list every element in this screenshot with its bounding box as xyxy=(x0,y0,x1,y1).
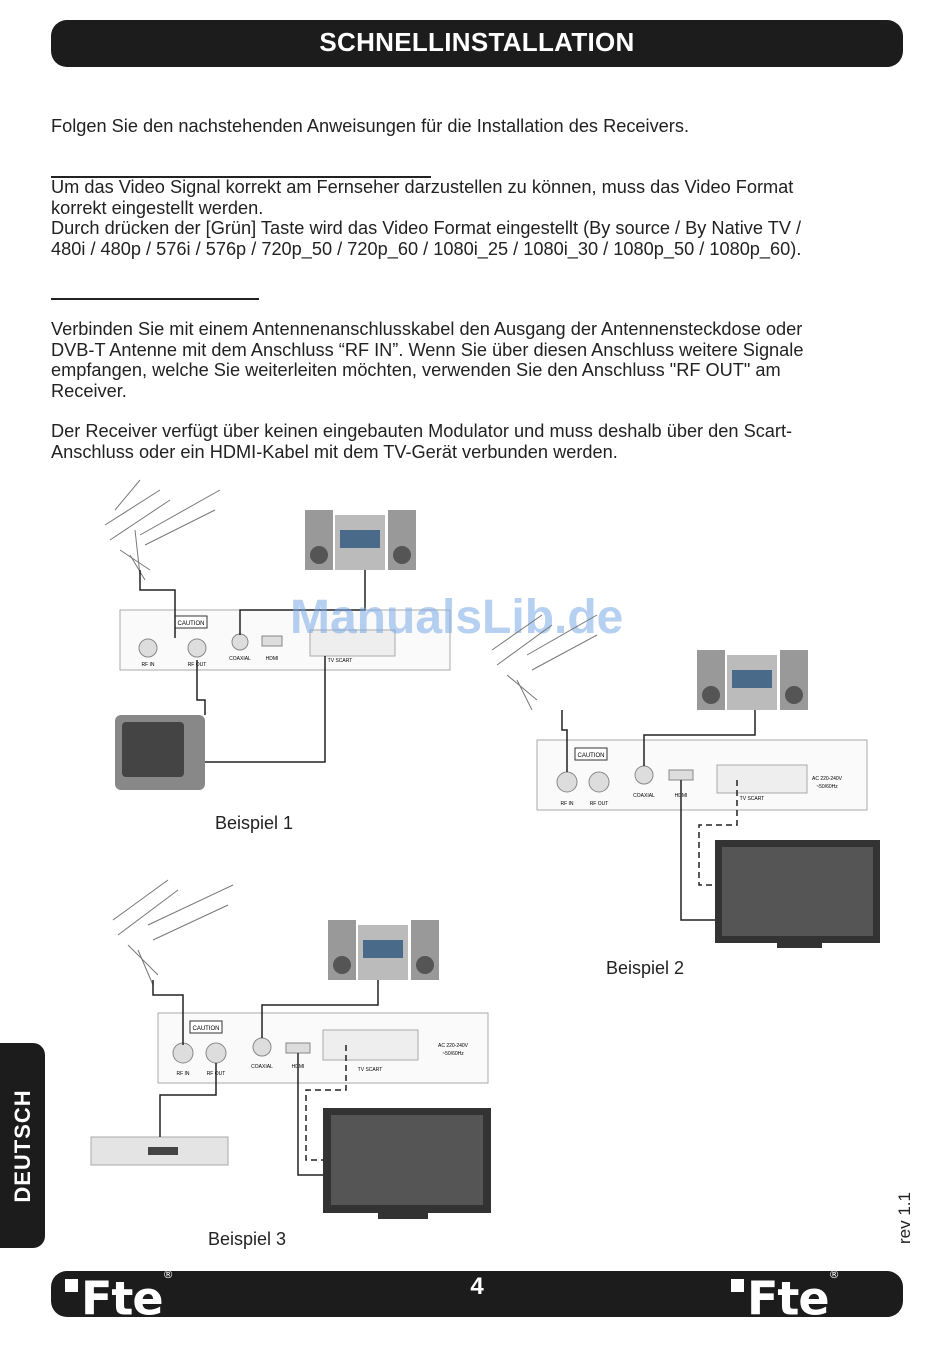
intro-text: Folgen Sie den nachstehenden Anweisungen… xyxy=(51,116,689,136)
text-line: 480i / 480p / 576i / 576p / 720p_50 / 72… xyxy=(51,238,802,259)
connection-diagram-1: CAUTION RF IN RF OUT COAXIAL HDMI TV SCA… xyxy=(104,479,451,790)
text-line: empfangen, welche Sie weiterleiten möcht… xyxy=(51,360,781,381)
svg-text:RF IN: RF IN xyxy=(176,1071,189,1077)
receiver-back-panel: CAUTION RF IN RF OUT COAXIAL HDMI TV SCA… xyxy=(119,609,451,671)
language-label: DEUTSCH xyxy=(9,1088,35,1203)
text-line: Receiver. xyxy=(51,380,127,401)
svg-text:AC 220-240V: AC 220-240V xyxy=(812,776,843,782)
receiver-back-panel: CAUTION RF IN RF OUT COAXIAL HDMI TV SCA… xyxy=(157,1012,489,1084)
svg-text:TV SCART: TV SCART xyxy=(328,658,353,664)
svg-text:CAUTION: CAUTION xyxy=(193,1026,220,1032)
flat-tv-icon xyxy=(715,840,880,948)
text-line: DVB-T Antenne mit dem Anschluss “RF IN”.… xyxy=(51,339,804,360)
connection-diagram-3: CAUTION RF IN RF OUT COAXIAL HDMI TV SCA… xyxy=(90,879,491,1219)
connection-diagram-2: CAUTION RF IN RF OUT COAXIAL HDMI TV SCA… xyxy=(491,614,880,948)
footer-bar: 4 Fte® Fte® xyxy=(51,1268,903,1321)
example-3-caption: Beispiel 3 xyxy=(208,1229,287,1249)
antenna-icon xyxy=(104,479,221,581)
text-line: korrekt eingestellt werden. xyxy=(51,197,264,218)
example-1-caption: Beispiel 1 xyxy=(215,813,294,833)
brand-logo-right: Fte® xyxy=(731,1268,840,1321)
svg-text:RF OUT: RF OUT xyxy=(590,801,609,807)
antenna-text: Verbinden Sie mit einem Antennenanschlus… xyxy=(51,319,803,401)
page-number: 4 xyxy=(470,1273,484,1300)
receiver-back-panel: CAUTION RF IN RF OUT COAXIAL HDMI TV SCA… xyxy=(536,739,868,811)
text-line: Verbinden Sie mit einem Antennenanschlus… xyxy=(51,319,803,339)
text-line: Um das Video Signal korrekt am Fernseher… xyxy=(51,177,794,197)
divider-line xyxy=(51,176,431,178)
stereo-icon xyxy=(328,920,439,980)
svg-text:RF IN: RF IN xyxy=(141,662,154,668)
caution-label: CAUTION xyxy=(178,621,205,627)
page-title: SCHNELLINSTALLATION xyxy=(319,27,635,57)
divider-line xyxy=(51,298,259,300)
language-tab: DEUTSCH xyxy=(0,1043,45,1248)
dvd-player-icon xyxy=(90,1136,229,1166)
svg-text:TV SCART: TV SCART xyxy=(358,1067,383,1073)
example-2-caption: Beispiel 2 xyxy=(606,958,685,978)
svg-text:HDMI: HDMI xyxy=(266,656,279,662)
scart-cable-dashed xyxy=(305,1045,347,1161)
svg-text:~50/60Hz: ~50/60Hz xyxy=(816,784,838,790)
cables xyxy=(152,980,379,1176)
text-line: Durch drücken der [Grün] Taste wird das … xyxy=(51,218,802,239)
watermark: ManualsLib.de xyxy=(290,591,624,644)
text-line: Anschluss oder ein HDMI-Kabel mit dem TV… xyxy=(51,441,618,462)
svg-text:RF IN: RF IN xyxy=(560,801,573,807)
antenna-icon xyxy=(112,879,234,986)
svg-text:COAXIAL: COAXIAL xyxy=(251,1064,273,1070)
revision-label: rev 1.1 xyxy=(895,1192,914,1244)
antenna-icon xyxy=(491,614,598,711)
stereo-icon xyxy=(305,510,416,570)
video-format-text: Um das Video Signal korrekt am Fernseher… xyxy=(51,177,801,259)
svg-text:COAXIAL: COAXIAL xyxy=(229,656,251,662)
section-header: SCHNELLINSTALLATION xyxy=(51,20,903,67)
svg-text:~50/60Hz: ~50/60Hz xyxy=(442,1051,464,1057)
svg-text:CAUTION: CAUTION xyxy=(578,753,605,759)
brand-logo-left: Fte® xyxy=(65,1268,174,1321)
scart-cable-dashed xyxy=(698,780,738,886)
cables xyxy=(561,710,756,921)
text-line: Der Receiver verfügt über keinen eingeba… xyxy=(51,421,793,441)
scart-text: Der Receiver verfügt über keinen eingeba… xyxy=(51,421,792,462)
crt-tv-icon xyxy=(115,715,205,790)
svg-text:TV SCART: TV SCART xyxy=(740,796,765,802)
cables xyxy=(139,570,366,763)
flat-tv-icon xyxy=(323,1108,491,1219)
svg-text:AC 220-240V: AC 220-240V xyxy=(438,1043,469,1049)
stereo-icon xyxy=(697,650,808,710)
svg-text:COAXIAL: COAXIAL xyxy=(633,793,655,799)
